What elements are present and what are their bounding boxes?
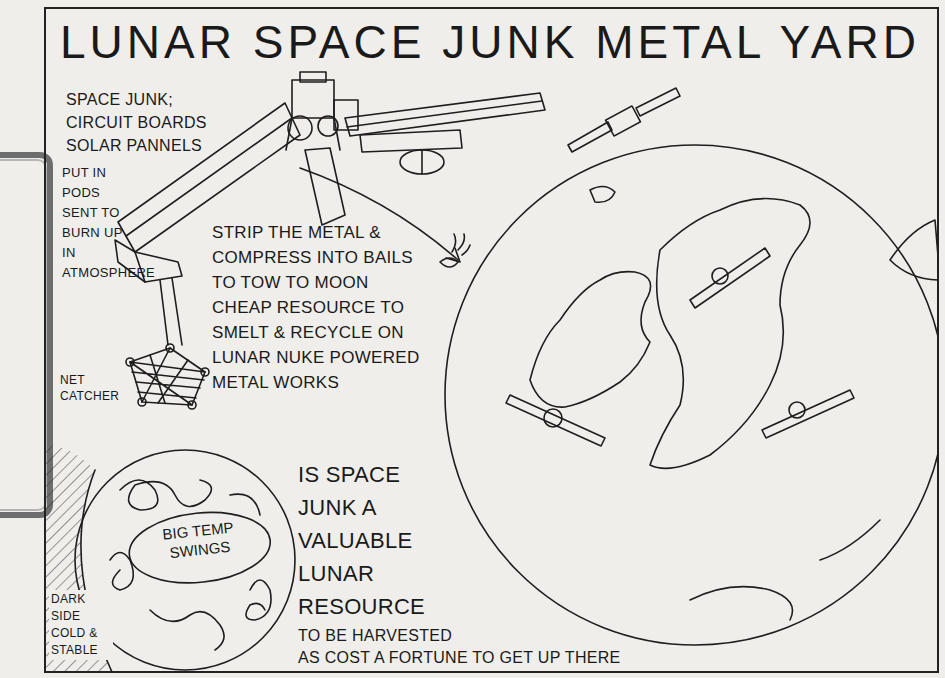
earth-drawing <box>445 145 938 645</box>
moon-drawing <box>45 445 295 672</box>
satellite-drawing <box>568 88 680 152</box>
clipboard-clip <box>0 155 50 515</box>
dark-side-label: DARK SIDE COLD & STABLE <box>49 590 113 660</box>
oval-text-holder: BIG TEMP SWINGS <box>125 514 274 567</box>
page-border <box>45 8 938 672</box>
net-catcher-drawing <box>126 278 209 409</box>
temp-oval: BIG TEMP SWINGS <box>124 504 276 592</box>
question-text: AS COST A FORTUNE TO GET UP THERE <box>298 648 718 668</box>
recycle-note: STRIP THE METAL & COMPRESS INTO BAILS TO… <box>212 220 430 395</box>
question-text: TO BE HARVESTED <box>298 626 598 646</box>
junk-note: SPACE JUNK; CIRCUIT BOARDS SOLAR PANNELS <box>66 88 231 157</box>
question-text: IS SPACE JUNK A VALUABLE LUNAR RESOURCE <box>298 458 458 623</box>
oval-text: BIG TEMP SWINGS <box>152 517 245 564</box>
pod-note: PUT IN PODS SENT TO BURN UP IN ATMOSPHER… <box>62 163 134 283</box>
page-title: LUNAR SPACE JUNK METAL YARD <box>60 14 920 72</box>
net-catcher-label: NET CATCHER <box>60 372 122 404</box>
